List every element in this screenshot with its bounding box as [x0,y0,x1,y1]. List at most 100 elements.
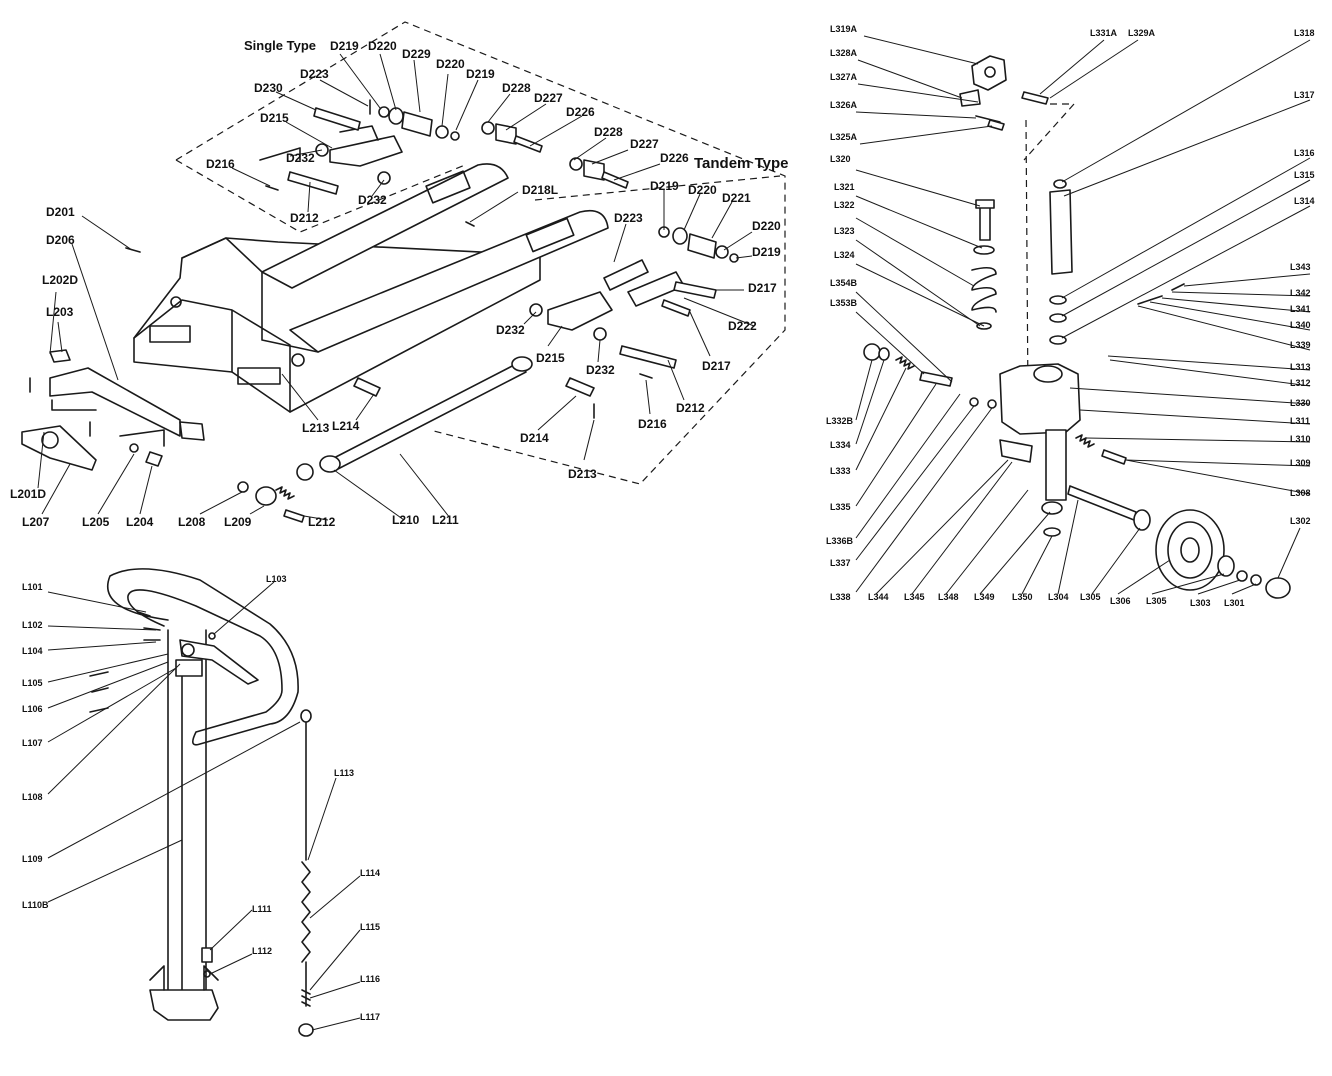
part-label-l103: L103 [266,574,287,584]
d228-t-washer [569,157,583,171]
part-label-d212: D212 [676,401,705,415]
l301-clip [1250,574,1262,586]
d217-pin [673,281,717,299]
part-label-l315: L315 [1294,170,1315,180]
part-label-l110b: L110B [22,900,49,910]
push-rod-end [511,356,533,372]
d215-t-bracket [547,291,613,331]
part-label-d218l: D218L [522,183,558,197]
l209-spring [275,486,295,500]
part-label-l319a: L319A [830,24,858,34]
part-label-l311: L311 [1290,416,1310,426]
pump-assembly [855,35,1311,599]
frame-pivot-left [170,296,182,308]
part-label-l210: L210 [392,513,420,527]
boundary-link [534,175,781,201]
d214-pin [565,377,595,397]
part-label-l305: L305 [1146,596,1167,606]
part-label-l104: L104 [22,646,43,656]
part-label-l115: L115 [360,922,380,932]
pump-cylinder [1045,429,1067,501]
l350-washer [1043,527,1061,537]
l305-bearing [1133,509,1151,531]
d217-t-pin [661,299,691,317]
frame-pivot [291,353,305,367]
part-label-l345: L345 [904,592,925,602]
fork-left [261,163,509,289]
part-label-l325a: L325A [830,132,858,142]
part-label-l335: L335 [830,502,851,512]
part-label-d221: D221 [722,191,751,205]
lever-l206-outline [51,399,165,447]
part-label-l336b: L336B [826,536,854,546]
d227-t-roller [583,159,605,181]
part-label-d212: D212 [290,211,319,225]
fork-frame-outline [133,237,319,413]
part-label-l111: L111 [252,904,272,914]
part-label-d220: D220 [368,39,397,53]
part-label-l209: L209 [224,515,252,529]
d201-bolt [125,247,141,253]
l302-cap [1265,577,1291,599]
l204-bolt [145,451,163,467]
part-label-l208: L208 [178,515,206,529]
l111-bolt [201,947,213,963]
l335-valve [919,371,953,387]
headings: Single Type Tandem Type [244,38,788,172]
part-label-l106: L106 [22,704,43,714]
l344-block [999,439,1033,463]
part-label-l213: L213 [302,421,330,435]
part-label-l204: L204 [126,515,154,529]
part-label-d226: D226 [566,105,595,119]
handle-labels: L101L103L102L104L105L106L107L108L113L109… [22,574,380,1022]
part-label-d232: D232 [586,363,615,377]
l338-ring [987,399,997,409]
part-label-l314: L314 [1294,196,1315,206]
l116-thread [301,989,311,1007]
d212-pin [619,345,677,369]
part-label-l312: L312 [1290,378,1311,388]
part-label-d229: D229 [402,47,431,61]
part-label-l112: L112 [252,946,272,956]
part-label-l330: L330 [1290,398,1311,408]
d220-t-washer [672,227,688,245]
fork-right-window [525,217,575,253]
l306-wheel-hub [1167,521,1213,579]
d220-washer-2 [435,125,449,139]
l210-washer [296,463,314,481]
part-label-l101: L101 [22,582,43,592]
part-label-l305: L305 [1080,592,1101,602]
part-label-l102: L102 [22,620,43,630]
part-label-d219: D219 [466,67,495,81]
part-label-l331a: L331A [1090,28,1118,38]
part-label-l322: L322 [834,200,855,210]
part-label-d228: D228 [502,81,531,95]
part-label-l353b: L353B [830,298,858,308]
part-label-d219: D219 [650,179,679,193]
part-label-l313: L313 [1290,362,1311,372]
part-label-l342: L342 [1290,288,1311,298]
part-label-l348: L348 [938,592,959,602]
part-label-l337: L337 [830,558,851,568]
l305-bearing-2 [1217,555,1235,577]
part-label-l332b: L332B [826,416,854,426]
l310-spring [1075,434,1095,448]
part-label-l201d: L201D [10,487,46,501]
l106-spring [91,687,109,693]
part-label-d232: D232 [358,193,387,207]
l349-bearing [1041,501,1063,515]
part-label-l105: L105 [22,678,43,688]
part-label-l308: L308 [1290,488,1311,498]
part-label-l339: L339 [1290,340,1311,350]
fork-frame-leaders [37,53,755,521]
part-label-d222: D222 [728,319,757,333]
part-label-l302: L302 [1290,516,1311,526]
single-type-boundary [175,21,786,485]
handle-base [149,989,219,1021]
fork-left-window [425,170,471,204]
tandem-type-heading: Tandem Type [694,155,788,172]
part-label-l202d: L202D [42,273,78,287]
l309-pin [1101,449,1127,465]
